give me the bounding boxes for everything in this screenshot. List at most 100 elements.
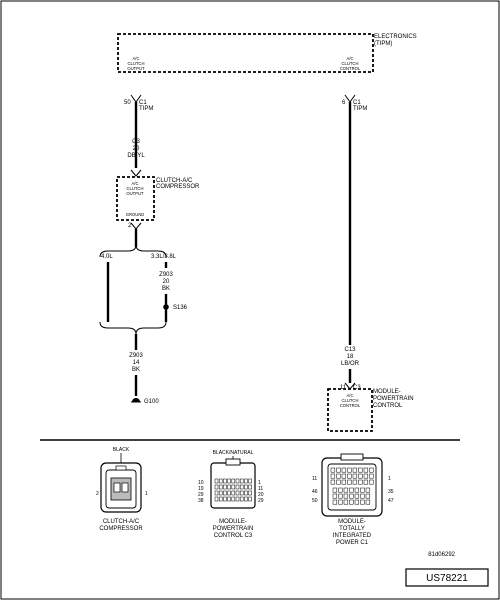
- tipm-right-block-line2: CLUTCH: [342, 61, 359, 66]
- pcm-c3-right-pin-0: 1: [258, 480, 261, 486]
- tipm-c1-terminal: [360, 493, 365, 499]
- pcm-c3-terminal: [231, 490, 236, 496]
- pcm-c3-right-pin-1: 11: [258, 486, 263, 492]
- pcm-c3-terminal: [214, 478, 219, 484]
- pcm-c3-terminal: [244, 490, 248, 496]
- pcm-c3-terminal: [227, 484, 231, 490]
- splice-dot: [163, 304, 169, 310]
- pcm-c3-terminal: [227, 478, 231, 484]
- tipm-c1-terminal: [338, 493, 343, 499]
- pcm-c3-right-pin-2: 20: [258, 492, 264, 498]
- tipm-module: ELECTRONICS (TIPM) A/C CLUTCH OUTPUT A/C…: [117, 33, 417, 73]
- compressor-terminal-2: [113, 482, 121, 493]
- tipm-c1-terminal: [336, 467, 341, 473]
- tipm-c1-terminal: [369, 479, 374, 485]
- tipm-c1-terminal: [341, 479, 347, 485]
- branch-brace-lower: [99, 321, 167, 335]
- pcm-block-line1: A/C: [347, 393, 354, 398]
- pcm-c3-terminal: [231, 478, 236, 484]
- pcm-c3-terminal: [239, 478, 244, 484]
- tipm-c1-connector-body: [321, 457, 383, 517]
- tipm-left-block-line2: CLUTCH: [128, 61, 145, 66]
- tipm-c1-connector-view: 11 46 50 1 35 47 MODULE- TOTALLY INTEGRA…: [312, 453, 394, 546]
- branch-wire-line2: 20: [163, 279, 170, 285]
- branch-wire-line1: Z903: [159, 272, 173, 278]
- tipm-c1-terminal: [360, 487, 365, 493]
- tipm-title-line2: (TIPM): [374, 41, 392, 47]
- compressor-block-line2: CLUTCH: [127, 186, 144, 191]
- pcm-c3-left-pin-1: 19: [198, 486, 204, 492]
- left-wire-upper-line1: C3: [132, 139, 140, 145]
- right-wire-line1: C13: [344, 347, 356, 353]
- pcm-c3-terminal: [223, 490, 227, 496]
- pcm-title-line2: POWERTRAIN: [373, 396, 414, 402]
- branch-wire-line3: BK: [162, 286, 170, 292]
- compressor-connector-caption-line2: COMPRESSOR: [99, 526, 143, 532]
- pcm-c3-terminal: [231, 484, 236, 490]
- tipm-c1-terminal: [354, 499, 360, 505]
- left-wire-lower-line1: Z903: [129, 353, 143, 359]
- pcm-c3-terminal: [244, 484, 248, 490]
- pcm-c3-connector-view: BLACK/NATURAL 10 19 29 38 1 11 20 29 MOD…: [198, 450, 264, 539]
- pcm-c3-terminal: [248, 490, 252, 496]
- pcm-block-line2: CLUTCH: [342, 398, 359, 403]
- tipm-c1-terminal: [343, 493, 349, 499]
- tipm-c1-terminal: [332, 499, 338, 505]
- tipm-c1-terminal: [343, 487, 349, 493]
- pcm-block-line3: CONTROL: [340, 403, 361, 408]
- pcm-c3-terminal: [214, 484, 219, 490]
- tipm-c1-terminal: [352, 473, 358, 479]
- pcm-c3-terminal: [248, 496, 252, 502]
- ground-symbol-icon: [132, 398, 140, 402]
- pcm-c3-terminal: [239, 484, 244, 490]
- tipm-c1-terminal: [358, 479, 363, 485]
- pcm-c3-terminal: [218, 496, 223, 502]
- pcm-c3-connector-color: BLACK/NATURAL: [213, 450, 254, 456]
- compressor-connector-pin-right: 1: [145, 491, 148, 497]
- pcm-c3-terminal: [244, 478, 248, 484]
- tipm-c1-terminal: [369, 467, 374, 473]
- tipm-right-block-line3: CONTROL: [340, 66, 361, 71]
- pcm-c3-terminal: [231, 496, 236, 502]
- left-pin-ground: 2: [128, 223, 132, 229]
- tipm-c1-terminal: [336, 473, 341, 479]
- tipm-c1-terminal: [358, 473, 363, 479]
- pcm-box: [327, 388, 373, 432]
- right-pin-bottom: 11: [340, 385, 347, 391]
- pcm-c3-terminal: [218, 484, 223, 490]
- tipm-c1-terminal: [365, 493, 371, 499]
- pcm-c3-terminal: [248, 484, 252, 490]
- pcm-c3-connector-latch: [225, 458, 241, 466]
- tipm-c1-terminal: [347, 467, 352, 473]
- tipm-c1-terminal: [352, 467, 358, 473]
- pcm-c3-left-pin-3: 38: [198, 498, 204, 504]
- tipm-c1-terminal: [349, 499, 354, 505]
- right-circuit: 6 C1 TIPM C13 18 LB/OR 11 C3 MODULE- POW…: [327, 94, 414, 432]
- left-conn-top-line1: C1: [139, 100, 147, 106]
- compressor-connector-view: BLACK 2 1 CLUTCH-A/C COMPRESSOR: [96, 447, 148, 532]
- right-conn-bottom: C3: [353, 385, 361, 391]
- pcm-c3-terminal: [227, 496, 231, 502]
- tipm-c1-terminal: [354, 493, 360, 499]
- pcm-c3-terminal: [223, 478, 227, 484]
- pcm-c3-terminal: [235, 478, 240, 484]
- pcm-c3-right-pin-3: 29: [258, 498, 264, 504]
- pcm-c3-terminal: [214, 496, 219, 502]
- branch-brace-upper: [99, 244, 167, 258]
- pcm-c3-terminal: [227, 490, 231, 496]
- right-wire-line3: LB/OR: [341, 361, 360, 367]
- branch-right-label: 3.3L/3.8L: [151, 254, 177, 260]
- doc-code: US78221: [426, 573, 468, 584]
- tipm-c1-left-pin-2: 50: [312, 498, 318, 504]
- compressor-block-line3: OUTPUT: [126, 191, 144, 196]
- tipm-c1-caption-line3: INTEGRATED: [333, 533, 372, 539]
- pcm-c3-terminal: [248, 478, 252, 484]
- left-conn-top-line2: TIPM: [139, 106, 153, 112]
- pcm-c3-caption-line2: POWERTRAIN: [213, 526, 254, 532]
- tipm-left-block-line1: A/C: [133, 56, 140, 61]
- tipm-c1-caption-line1: MODULE-: [338, 519, 366, 525]
- pcm-c3-terminal: [223, 484, 227, 490]
- tipm-c1-terminal: [369, 473, 374, 479]
- compressor-title-line1: CLUTCH-A/C: [156, 178, 193, 184]
